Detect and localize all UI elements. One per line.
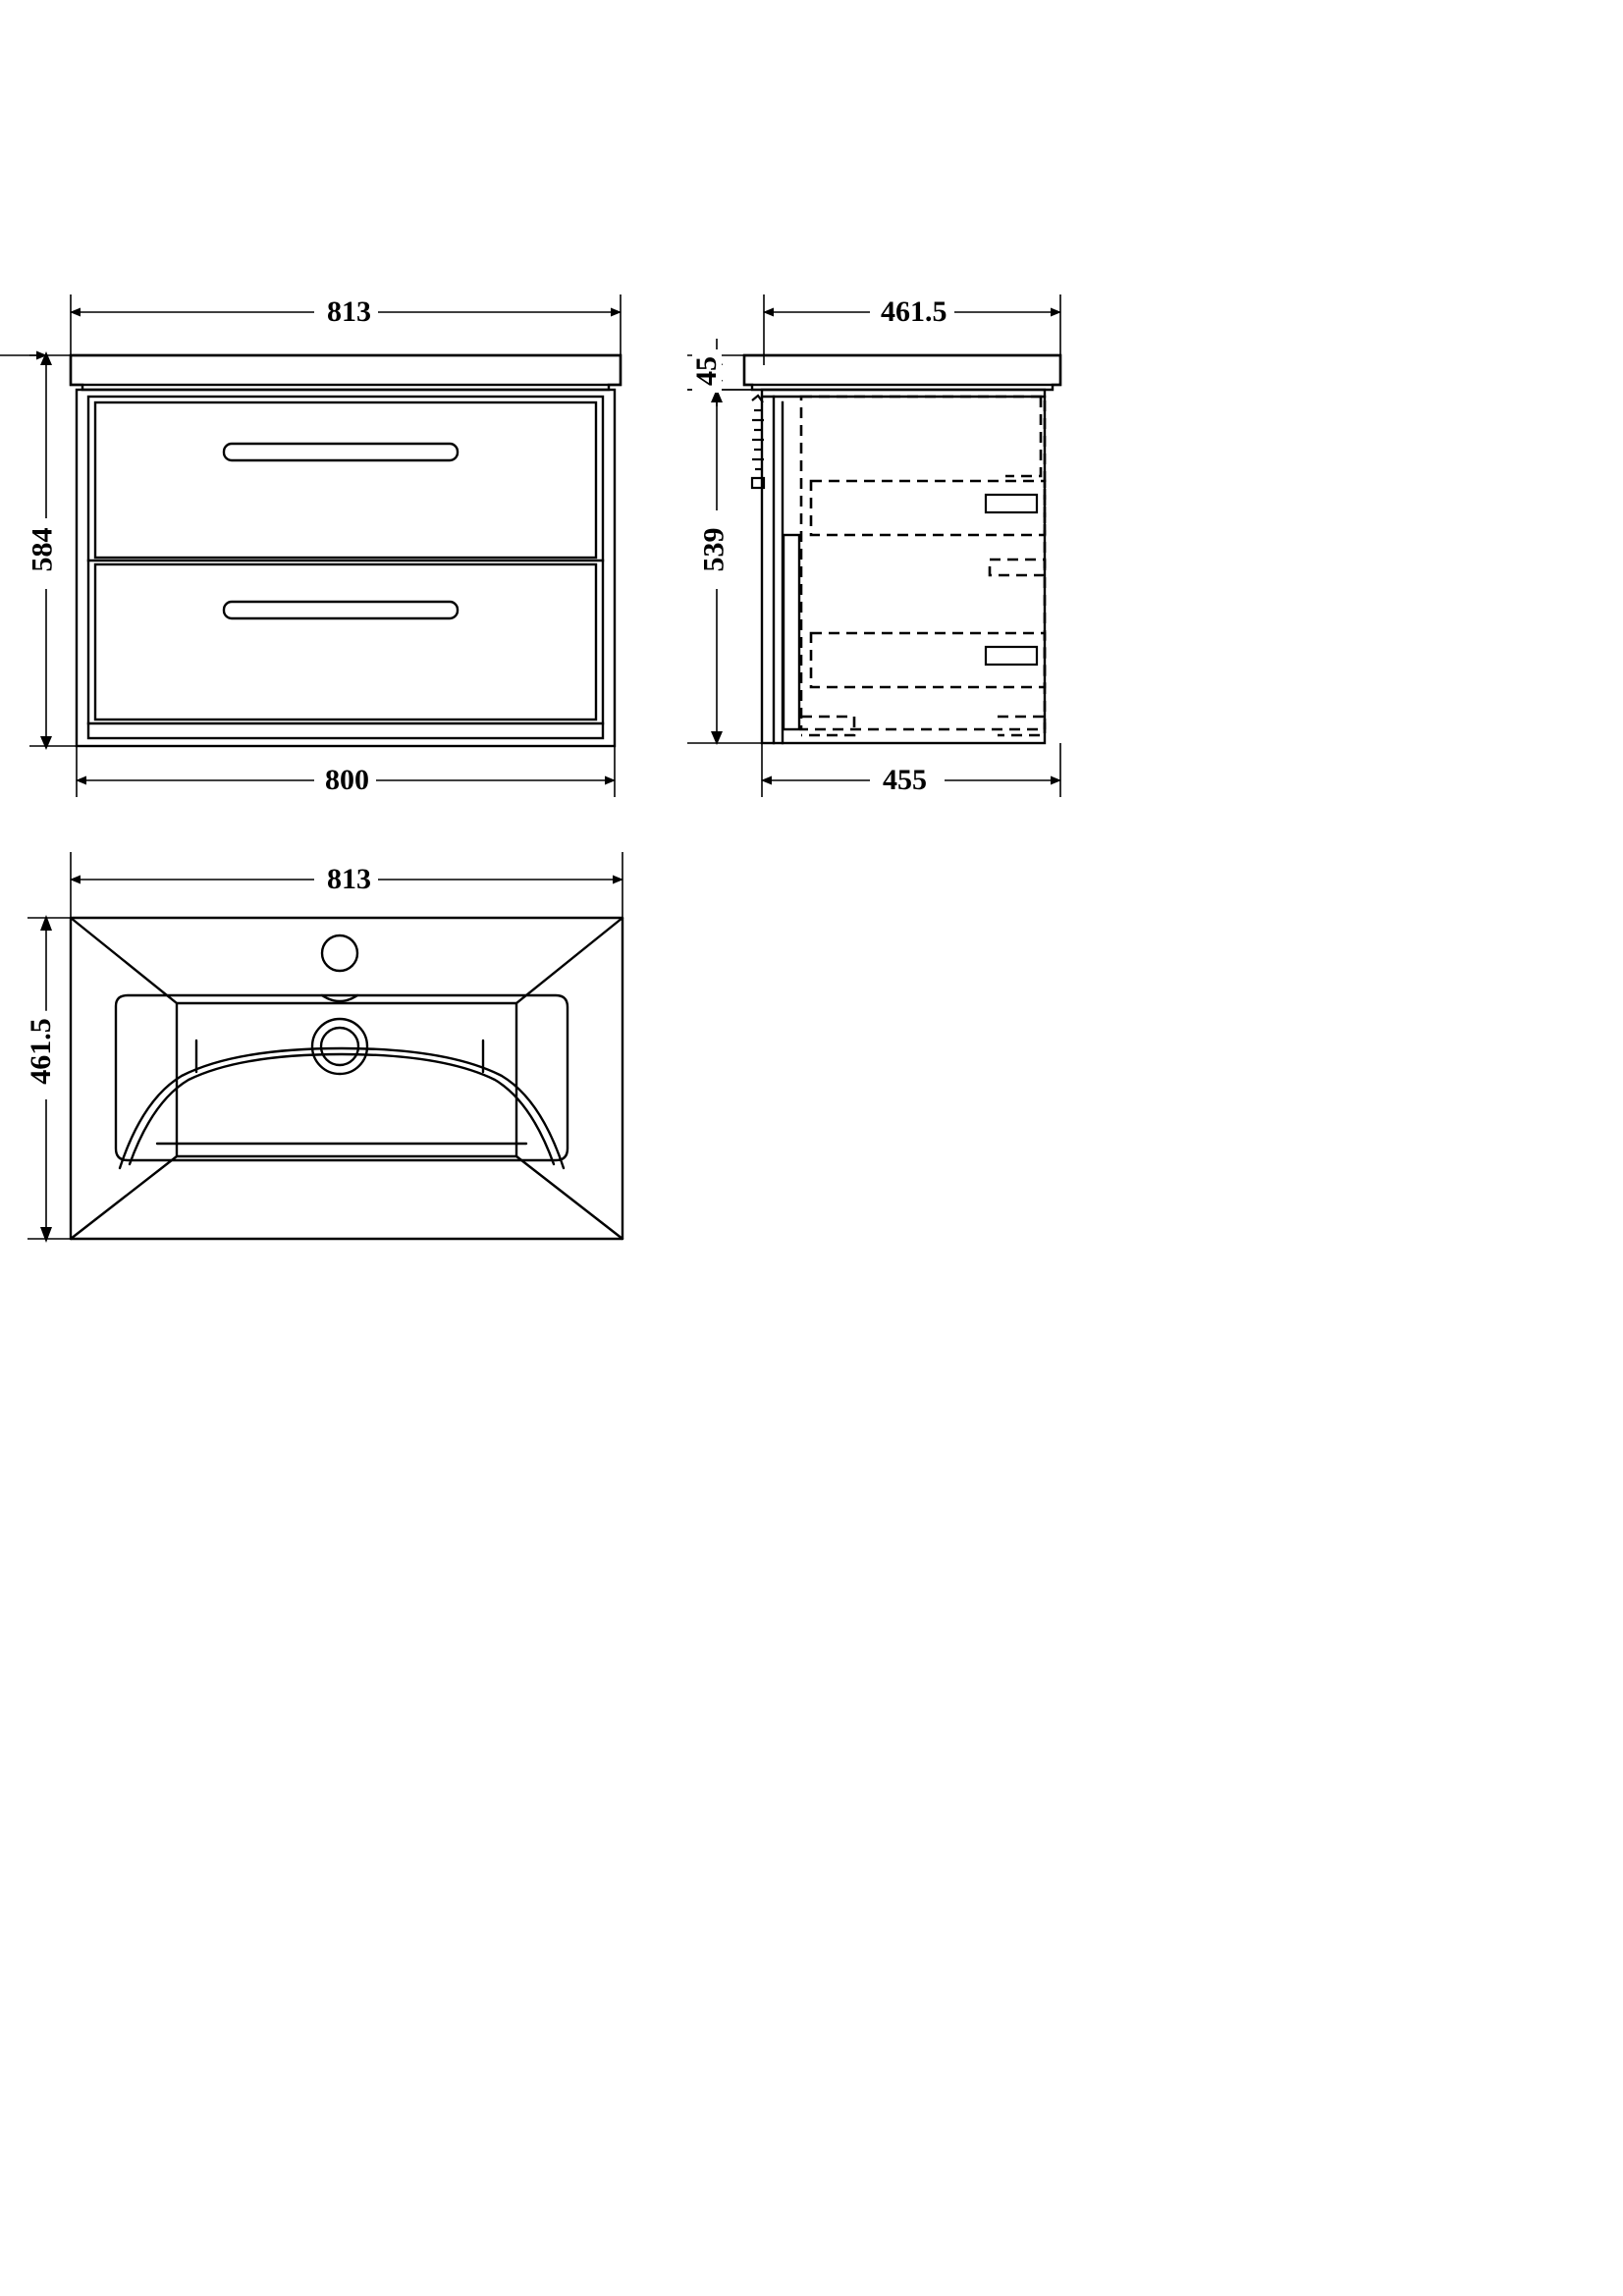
dim-plan-depth: 461.5	[25, 1011, 57, 1092]
side-elevation-dimension-lines	[687, 294, 1061, 797]
dim-side-basin-thickness: 45	[690, 349, 723, 393]
dim-side-top-depth: 461.5	[874, 297, 954, 327]
front-elevation-dimension-lines	[0, 294, 622, 797]
side-elevation-hidden-lines	[799, 395, 1047, 737]
dim-front-bottom-width: 800	[318, 766, 376, 795]
dim-side-carcass-depth: 455	[876, 766, 934, 795]
side-elevation-runner-boxes	[984, 493, 1039, 667]
dim-side-body-height: 539	[698, 520, 730, 579]
side-elevation-fixing-detail	[750, 394, 766, 490]
dim-front-top-width: 813	[320, 297, 378, 327]
plan-view-dimension-lines	[27, 852, 623, 1243]
plan-view-geometry	[69, 916, 624, 1241]
front-elevation-geometry	[69, 353, 622, 748]
side-elevation-geometry	[742, 353, 1062, 745]
dim-plan-width: 813	[320, 865, 378, 894]
dim-front-height: 584	[27, 520, 59, 579]
